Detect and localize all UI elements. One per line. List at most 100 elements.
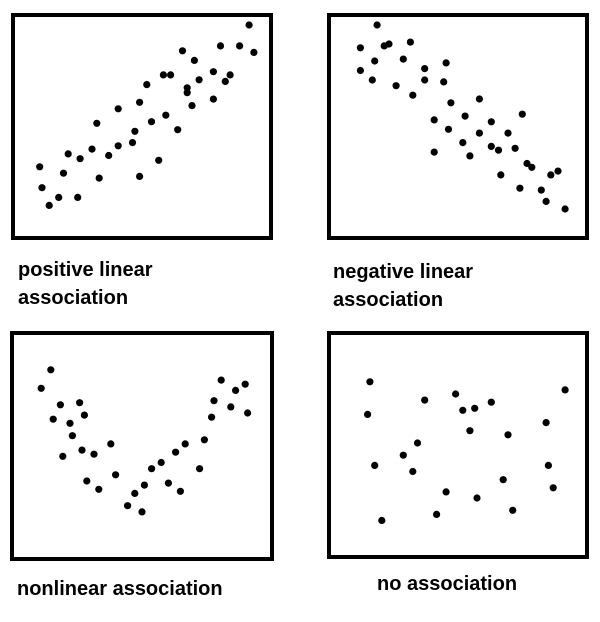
data-point xyxy=(504,129,512,137)
caption-line: association xyxy=(18,287,129,309)
data-point xyxy=(95,174,103,182)
data-point xyxy=(430,148,438,156)
data-point xyxy=(236,42,244,50)
data-point xyxy=(172,448,180,456)
data-point xyxy=(90,450,98,458)
data-point xyxy=(516,184,524,192)
data-point xyxy=(459,406,467,414)
data-point xyxy=(157,458,165,467)
data-point xyxy=(452,390,460,398)
panel-no-association xyxy=(327,331,589,559)
data-point xyxy=(487,398,495,406)
data-point xyxy=(356,66,364,75)
data-point xyxy=(385,40,393,48)
caption-no-association: no association xyxy=(377,570,517,598)
data-point xyxy=(68,432,76,440)
data-point xyxy=(56,401,64,409)
caption-positive-linear: positive linear association xyxy=(18,256,153,312)
caption-nonlinear: nonlinear association xyxy=(17,575,223,603)
scatter-negative-linear xyxy=(356,21,569,213)
data-point xyxy=(461,112,469,120)
data-point xyxy=(466,152,474,160)
data-point xyxy=(124,502,132,510)
data-point xyxy=(64,150,72,158)
data-point xyxy=(38,184,46,192)
data-point xyxy=(37,384,45,392)
caption-line: negative linear xyxy=(333,261,474,283)
data-point xyxy=(366,378,374,386)
data-point xyxy=(140,481,148,489)
data-point xyxy=(250,48,258,56)
panel-negative-linear xyxy=(327,13,589,240)
data-point xyxy=(216,42,225,50)
data-point xyxy=(196,465,204,473)
data-point xyxy=(549,484,557,492)
data-point xyxy=(245,21,253,29)
data-point xyxy=(241,380,249,388)
data-point xyxy=(136,98,144,106)
panel-nonlinear xyxy=(10,331,274,561)
data-point xyxy=(131,489,139,497)
data-point xyxy=(162,111,170,119)
data-point xyxy=(542,419,550,427)
data-point xyxy=(128,139,137,147)
caption-line: association xyxy=(333,289,444,311)
data-point xyxy=(80,411,88,419)
data-point xyxy=(447,99,455,107)
data-point xyxy=(399,451,407,459)
data-point xyxy=(430,116,438,124)
data-point xyxy=(178,47,187,55)
data-point xyxy=(88,145,96,153)
data-point xyxy=(409,91,417,99)
caption-negative-linear: negative linear association xyxy=(333,258,473,314)
data-point xyxy=(544,461,552,469)
data-point xyxy=(244,409,252,417)
data-point xyxy=(442,59,450,67)
data-point xyxy=(208,413,216,421)
data-point xyxy=(373,21,381,29)
data-point xyxy=(406,38,414,46)
data-point xyxy=(413,439,422,447)
data-point xyxy=(107,440,115,448)
data-point xyxy=(36,163,44,171)
data-point xyxy=(466,427,474,435)
data-point xyxy=(95,485,103,493)
caption-line: positive linear xyxy=(18,259,153,281)
data-point xyxy=(473,494,481,502)
data-point xyxy=(76,399,84,407)
data-point xyxy=(399,55,407,63)
data-point xyxy=(164,479,172,487)
scatter-no-association xyxy=(364,378,569,525)
data-point xyxy=(74,193,82,201)
data-point xyxy=(143,81,151,89)
data-point xyxy=(59,452,67,460)
panel-positive-linear xyxy=(11,13,273,240)
data-point xyxy=(442,488,450,496)
data-point xyxy=(138,508,146,516)
data-point xyxy=(195,76,203,84)
data-point xyxy=(181,440,189,448)
data-point xyxy=(364,410,372,418)
data-point xyxy=(136,172,144,180)
data-point xyxy=(528,163,536,171)
data-point xyxy=(226,71,234,79)
data-point xyxy=(190,56,198,64)
data-point xyxy=(378,516,386,525)
data-point xyxy=(561,386,569,394)
data-point xyxy=(518,110,526,118)
data-point xyxy=(371,461,379,469)
data-point xyxy=(487,142,495,150)
data-point xyxy=(147,118,156,126)
scatter-positive-linear xyxy=(36,21,258,209)
data-point xyxy=(371,57,379,65)
data-point xyxy=(167,71,175,79)
data-point xyxy=(537,186,545,194)
data-point xyxy=(542,197,550,205)
data-point xyxy=(66,419,74,427)
data-point xyxy=(209,95,217,103)
scatter-nonlinear xyxy=(37,366,252,516)
data-point xyxy=(511,144,519,152)
data-point xyxy=(49,415,57,423)
data-point xyxy=(221,77,229,85)
data-point xyxy=(475,129,483,137)
